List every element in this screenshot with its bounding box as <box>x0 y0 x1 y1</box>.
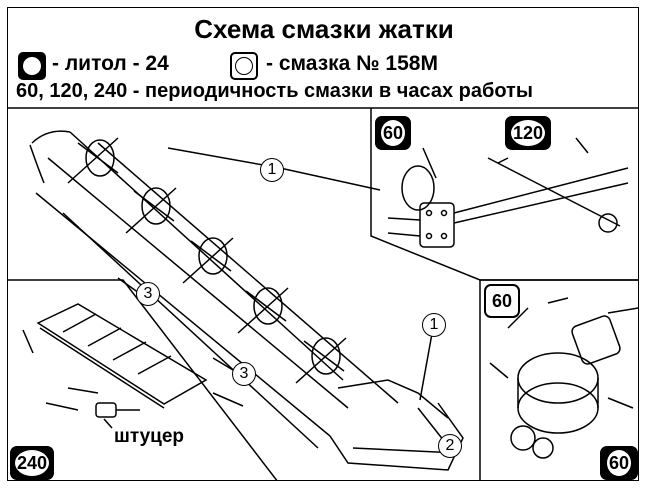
periodicity-note: 60, 120, 240 - периодичность смазки в ча… <box>16 80 533 102</box>
legend-grease-label: - смазка № 158М <box>266 52 438 75</box>
leader-1-lower <box>419 327 434 401</box>
callout-3: 3 <box>136 282 160 306</box>
fitting-label: штуцер <box>114 426 185 447</box>
inset-right-border <box>479 279 638 480</box>
gearbox-drawing <box>489 297 638 459</box>
lubrication-diagram: Схема смазки жатки - литол - 24 - смазка… <box>7 7 639 481</box>
grease-158m-symbol-icon <box>230 52 258 80</box>
inset-left-border <box>8 279 278 480</box>
legend-litol-label: - литол - 24 <box>52 52 169 75</box>
auger-flights <box>67 137 347 384</box>
interval-badge-60: 60 <box>600 446 638 480</box>
callout-1: 1 <box>260 158 284 182</box>
interval-badge-60: 60 <box>375 116 411 150</box>
interval-badge-240: 240 <box>10 446 54 480</box>
conveyor-slat-drawing <box>22 303 244 429</box>
callout-1: 1 <box>422 313 446 337</box>
interval-badge-120: 120 <box>505 116 551 150</box>
diagram-title: Схема смазки жатки <box>194 14 454 44</box>
interval-badge-60: 60 <box>484 284 520 318</box>
callout-2: 2 <box>438 434 462 458</box>
drawing-canvas <box>8 107 638 480</box>
callout-3: 3 <box>232 362 256 386</box>
lever-mechanism-drawing <box>387 137 629 248</box>
leader-1-inset <box>279 167 381 191</box>
litol-symbol-icon <box>18 52 46 80</box>
header-frame-drawing <box>29 130 464 471</box>
